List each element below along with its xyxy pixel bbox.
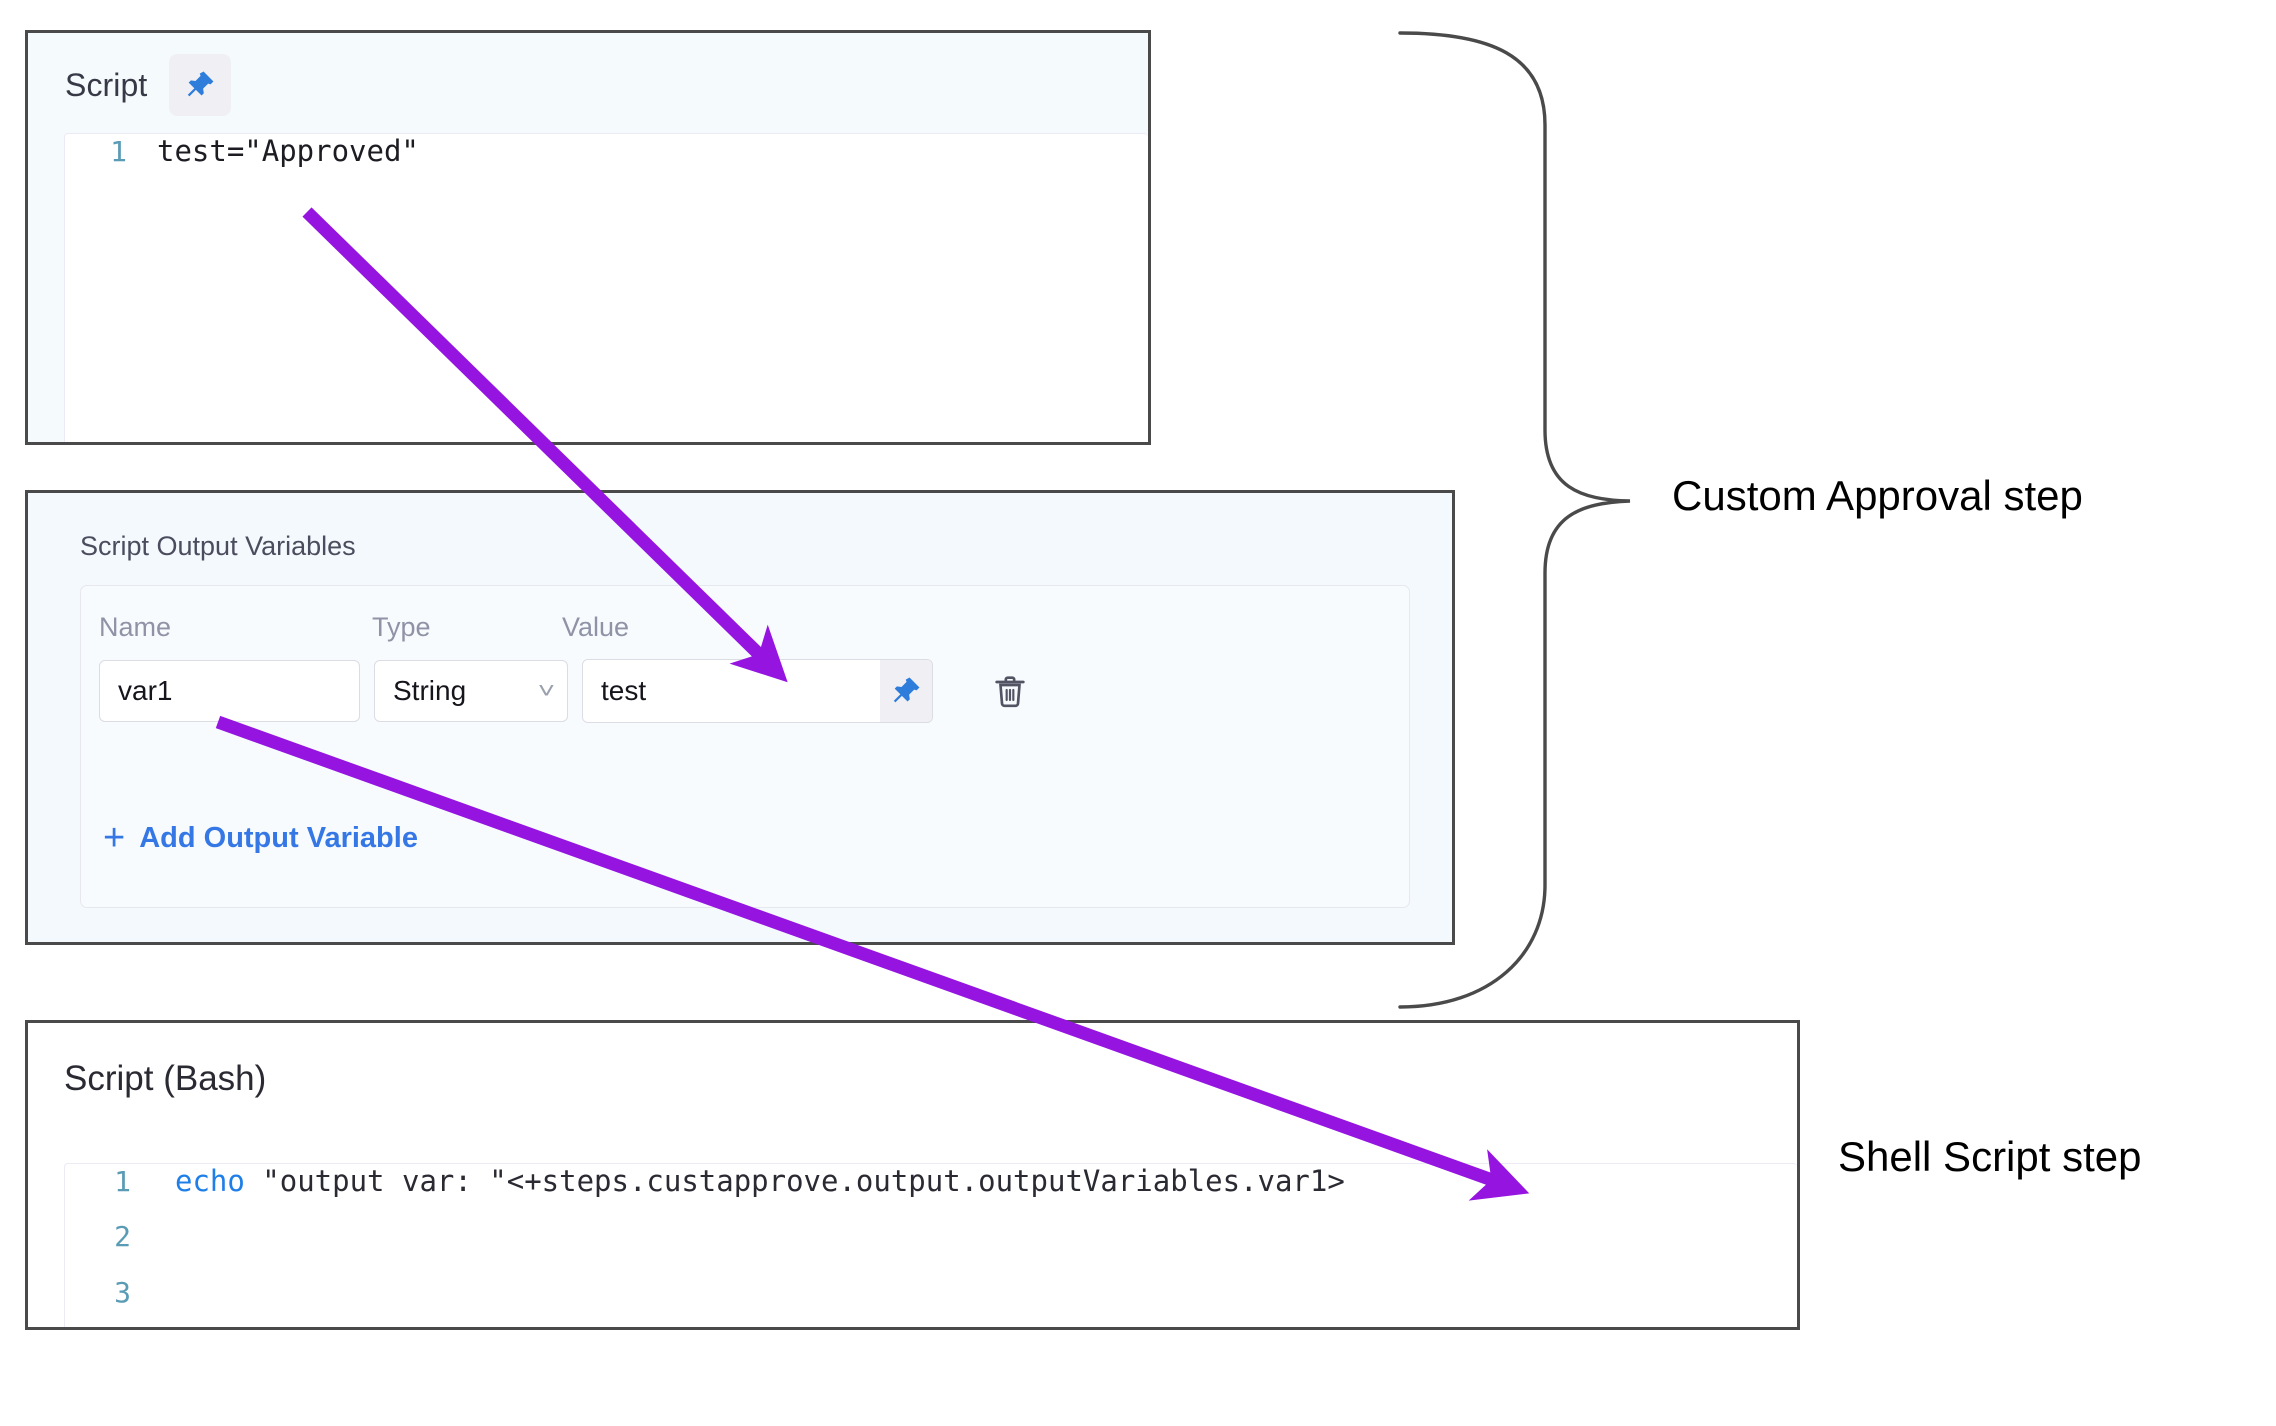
output-variables-title: Script Output Variables xyxy=(80,531,356,561)
column-header-type: Type xyxy=(372,612,431,642)
plus-icon: + xyxy=(103,817,126,860)
line-number: 3 xyxy=(114,1276,131,1309)
code-line-text: "output var: "<+steps.custapprove.output… xyxy=(244,1164,1345,1198)
chevron-down-icon: ˅ xyxy=(537,678,556,703)
code-line-text: test="Approved" xyxy=(157,134,419,168)
code-line: 1 echo "output var: "<+steps.custapprove… xyxy=(65,1164,1797,1220)
add-output-variable-label: Add Output Variable xyxy=(139,822,418,854)
output-variables-card: Name Type Value var1 String ˅ test xyxy=(80,585,1410,908)
pushpin-icon xyxy=(893,677,920,703)
bash-script-panel: Script (Bash) 1 echo "output var: "<+ste… xyxy=(25,1020,1800,1330)
add-output-variable-button[interactable]: + Add Output Variable xyxy=(103,817,418,860)
script-panel-title: Script xyxy=(65,66,148,103)
script-panel-header: Script xyxy=(28,33,1148,116)
shell-script-step-label: Shell Script step xyxy=(1838,1133,2142,1180)
line-number: 1 xyxy=(110,135,127,168)
line-number: 1 xyxy=(114,1165,131,1198)
pushpin-icon-button[interactable] xyxy=(880,660,932,722)
output-variables-column-headers: Name Type Value xyxy=(81,586,1409,643)
column-header-value: Value xyxy=(562,612,630,642)
script-panel: Script 1 test="Approved" xyxy=(25,30,1151,445)
variable-type-value: String xyxy=(393,675,467,706)
code-keyword: echo xyxy=(175,1164,245,1198)
bash-code-editor[interactable]: 1 echo "output var: "<+steps.custapprove… xyxy=(64,1163,1797,1327)
code-line: 2 xyxy=(65,1220,1797,1276)
trash-icon xyxy=(995,676,1025,708)
script-code-editor[interactable]: 1 test="Approved" xyxy=(64,133,1148,442)
pushpin-icon-button[interactable] xyxy=(169,54,232,116)
variable-value-input[interactable]: test xyxy=(583,660,880,722)
code-line: 3 xyxy=(65,1276,1797,1327)
pushpin-icon xyxy=(188,71,214,97)
variable-type-select[interactable]: String ˅ xyxy=(374,660,568,722)
line-number: 2 xyxy=(114,1220,131,1253)
column-header-name: Name xyxy=(99,612,172,642)
delete-variable-button[interactable] xyxy=(987,665,1033,717)
custom-approval-step-label: Custom Approval step xyxy=(1672,472,2083,519)
bash-panel-title: Script (Bash) xyxy=(64,1059,267,1098)
variable-value-field-group: test xyxy=(582,659,933,723)
code-line: 1 test="Approved" xyxy=(65,134,1148,188)
variable-name-input[interactable]: var1 xyxy=(99,660,360,722)
output-variable-row: var1 String ˅ test xyxy=(81,643,1409,723)
script-output-variables-panel: Script Output Variables Name Type Value … xyxy=(25,490,1455,945)
